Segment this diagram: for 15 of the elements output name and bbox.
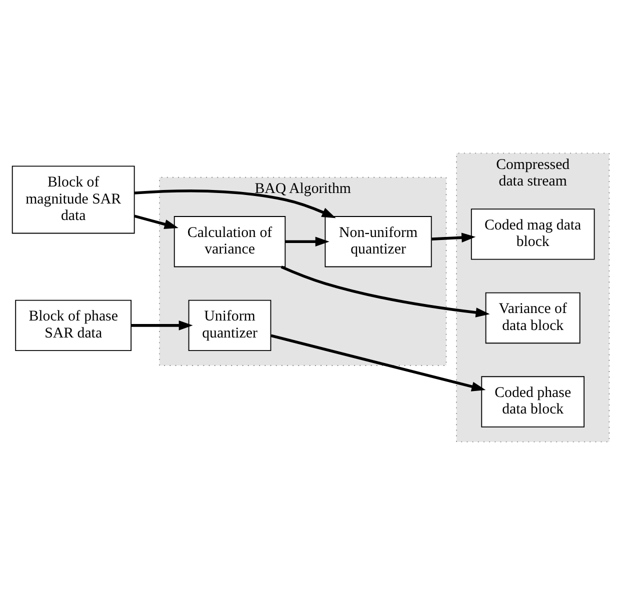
node-box: Block of magnitude SAR data — [12, 166, 135, 234]
arrow — [280, 266, 490, 318]
arrow — [270, 334, 486, 392]
node-box: Calculation of variance — [174, 216, 286, 268]
node-box: Block of phase SAR data — [15, 300, 132, 352]
node-box: Coded mag data block — [470, 208, 595, 260]
node-box: Coded phase data block — [481, 376, 585, 428]
arrow — [134, 214, 178, 230]
arrow — [131, 320, 193, 330]
node-box: Non-uniform quantizer — [324, 216, 432, 268]
node-box: Variance of data block — [485, 292, 580, 344]
arrow — [285, 236, 330, 247]
arrow — [432, 232, 476, 243]
node-box: Uniform quantizer — [188, 300, 272, 352]
arrow — [134, 190, 336, 218]
